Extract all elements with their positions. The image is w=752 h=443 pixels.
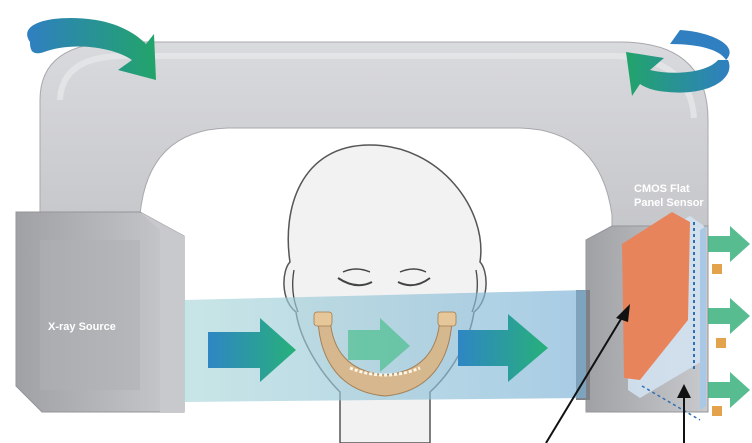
sensor-label-line1: CMOS Flat <box>634 182 704 196</box>
sensor-label: CMOS Flat Panel Sensor <box>634 182 704 210</box>
xray-source-label: X-ray Source <box>48 320 116 334</box>
xray-source-housing <box>16 212 184 412</box>
sensor-label-line2: Panel Sensor <box>634 196 704 210</box>
